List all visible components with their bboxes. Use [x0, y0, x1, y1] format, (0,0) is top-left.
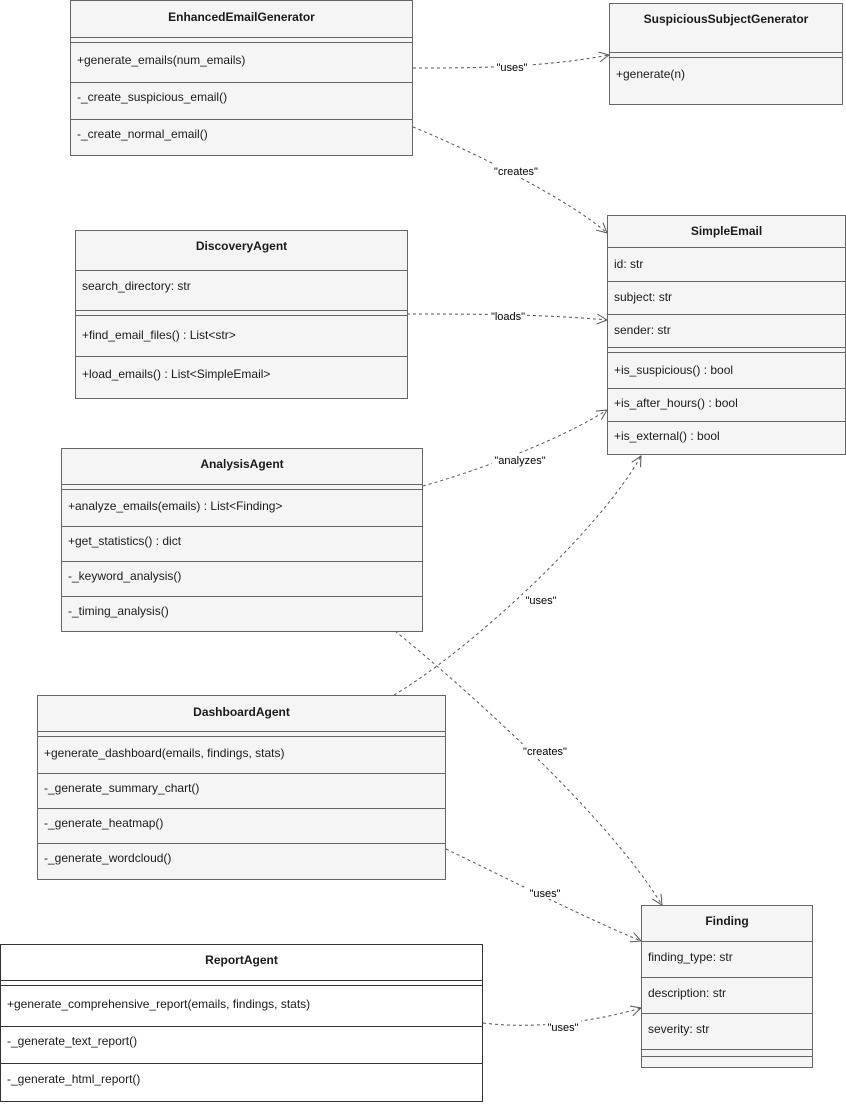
edge-label-uses: "uses" — [525, 595, 556, 607]
edge-label-uses: "uses" — [529, 888, 560, 900]
method-load-emails: +load_emails() : List<SimpleEmail> — [82, 367, 271, 381]
attribute-id: id: str — [614, 257, 644, 271]
class-dashboard-agent[interactable]: DashboardAgent +generate_dashboard(email… — [37, 695, 446, 880]
method-create-suspicious-email: -_create_suspicious_email() — [77, 90, 228, 104]
method-analyze-emails: +analyze_emails(emails) : List<Finding> — [68, 499, 283, 513]
attribute-description: description: str — [648, 986, 727, 1000]
class-report-agent[interactable]: ReportAgent +generate_comprehensive_repo… — [0, 944, 483, 1102]
edge-eeg-uses-ssg: "uses" — [412, 55, 609, 74]
method-timing-analysis: -_timing_analysis() — [68, 604, 169, 618]
class-name: SimpleEmail — [690, 224, 763, 238]
edge-label-loads: "loads" — [491, 311, 525, 323]
edge-label-creates: "creates" — [494, 166, 538, 178]
class-analysis-agent[interactable]: AnalysisAgent +analyze_emails(emails) : … — [61, 448, 423, 632]
class-enhanced-email-generator[interactable]: EnhancedEmailGenerator +generate_emails(… — [70, 0, 413, 156]
edge-eeg-creates-simple-email: "creates" — [412, 126, 607, 233]
method-is-suspicious: +is_suspicious() : bool — [614, 363, 734, 377]
edge-report-uses-finding: "uses" — [482, 1008, 641, 1034]
class-name: AnalysisAgent — [200, 457, 284, 471]
edge-label-uses: "uses" — [547, 1022, 578, 1034]
method-create-normal-email: -_create_normal_email() — [77, 127, 208, 141]
attribute-severity: severity: str — [648, 1022, 710, 1036]
attribute-finding-type: finding_type: str — [648, 950, 733, 964]
class-name: DiscoveryAgent — [195, 239, 288, 253]
method-generate-comprehensive-report: +generate_comprehensive_report(emails, f… — [7, 997, 311, 1011]
edge-label-creates: "creates" — [523, 746, 567, 758]
method-generate-summary-chart: -_generate_summary_chart() — [44, 781, 200, 795]
edge-label-analyzes: "analyzes" — [494, 455, 545, 467]
class-simple-email[interactable]: SimpleEmail id: str subject: str sender:… — [607, 215, 846, 455]
class-name: DashboardAgent — [193, 705, 290, 719]
attribute-subject: subject: str — [614, 290, 673, 304]
method-find-email-files: +find_email_files() : List<str> — [82, 328, 236, 342]
method-generate-wordcloud: -_generate_wordcloud() — [44, 851, 172, 865]
edge-discovery-loads-simple-email: "loads" — [406, 309, 607, 323]
method-generate-emails: +generate_emails(num_emails) — [77, 53, 246, 67]
method-is-external: +is_external() : bool — [614, 429, 720, 443]
class-discovery-agent[interactable]: DiscoveryAgent search_directory: str +fi… — [75, 230, 408, 399]
attribute-search-directory: search_directory: str — [82, 279, 191, 293]
edge-dashboard-uses-finding: "uses" — [445, 848, 641, 941]
method-get-statistics: +get_statistics() : dict — [68, 534, 182, 548]
method-generate-text-report: -_generate_text_report() — [7, 1034, 138, 1048]
class-suspicious-subject-generator[interactable]: SuspiciousSubjectGenerator +generate(n) — [609, 3, 843, 105]
class-name: EnhancedEmailGenerator — [168, 10, 315, 24]
method-generate-heatmap: -_generate_heatmap() — [44, 816, 164, 830]
edge-label-uses: "uses" — [496, 62, 527, 74]
edge-analysis-analyzes-simple-email: "analyzes" — [422, 410, 607, 487]
method-generate-html-report: -_generate_html_report() — [7, 1072, 141, 1086]
class-name: ReportAgent — [205, 953, 278, 967]
attribute-sender: sender: str — [614, 323, 671, 337]
class-name: Finding — [705, 914, 749, 928]
method-generate: +generate(n) — [616, 67, 686, 81]
method-keyword-analysis: -_keyword_analysis() — [68, 569, 182, 583]
method-is-after-hours: +is_after_hours() : bool — [614, 396, 738, 410]
class-finding[interactable]: Finding finding_type: str description: s… — [641, 905, 813, 1068]
edge-dashboard-uses-simple-email: "uses" — [393, 456, 641, 696]
method-generate-dashboard: +generate_dashboard(emails, findings, st… — [44, 746, 285, 760]
class-name: SuspiciousSubjectGenerator — [643, 12, 809, 26]
